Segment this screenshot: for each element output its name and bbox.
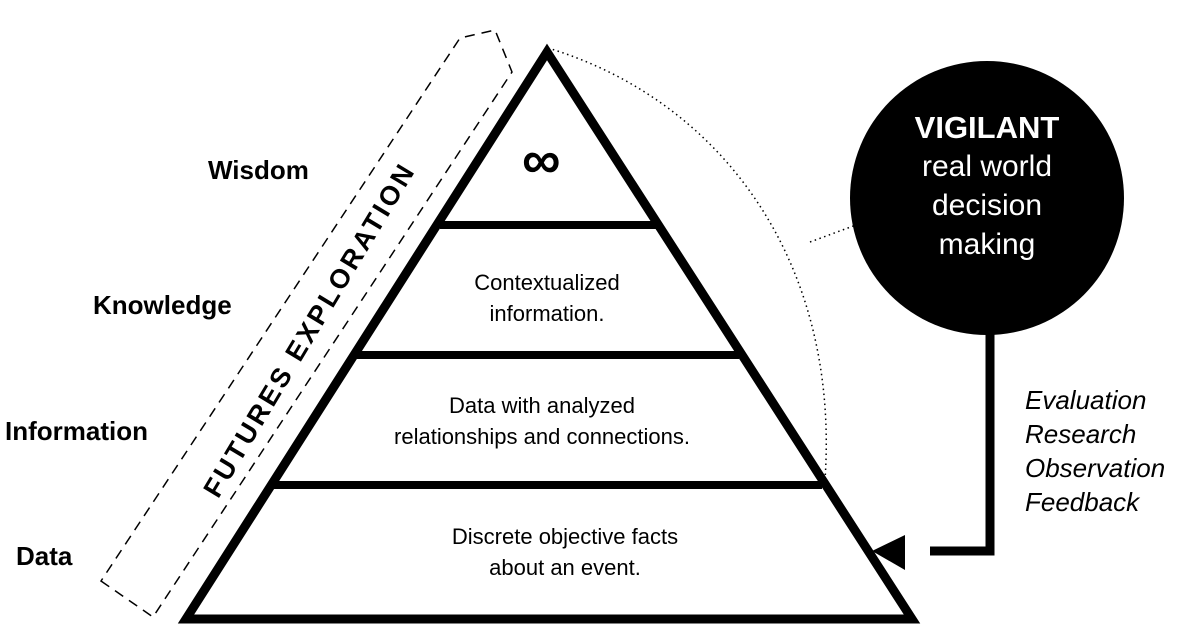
feedback-list: Evaluation Research Observation Feedback <box>1025 383 1165 519</box>
tier-line: information. <box>489 301 605 326</box>
pyramid-outline <box>177 43 921 624</box>
vigilant-title: VIGILANT <box>914 110 1060 145</box>
level-label-wisdom: Wisdom <box>208 155 309 185</box>
feedback-item: Observation <box>1025 453 1166 483</box>
futures-exploration-band <box>99 29 513 619</box>
feedback-arrow-line <box>930 330 995 556</box>
level-label-information: Information <box>5 416 148 446</box>
vigilant-circle <box>850 61 1124 335</box>
circle-line: decision <box>931 189 1043 222</box>
tier-line: Discrete objective facts <box>451 524 679 549</box>
tier-line: relationships and connections. <box>394 424 690 449</box>
tier-line: Contextualized <box>474 270 620 295</box>
tier-data-description: Discrete objective facts about an event. <box>385 521 745 583</box>
tier-information-description: Data with analyzed relationships and con… <box>362 390 722 452</box>
infinity-icon: ∞ <box>522 130 561 190</box>
dotted-connector <box>809 224 857 243</box>
tier-knowledge-description: Contextualized information. <box>367 267 727 329</box>
feedback-item: Evaluation <box>1025 385 1147 415</box>
tier-line: Data with analyzed <box>449 393 635 418</box>
level-label-data: Data <box>16 541 73 571</box>
level-label-knowledge: Knowledge <box>93 290 232 320</box>
feedback-item: Research <box>1025 419 1137 449</box>
vigilant-circle-text: VIGILANT real world decision making <box>850 108 1124 264</box>
circle-line: making <box>938 228 1036 261</box>
feedback-item: Feedback <box>1025 487 1140 517</box>
circle-line: real world <box>921 150 1053 183</box>
feedback-arrowhead <box>872 535 905 570</box>
tier-line: about an event. <box>489 555 641 580</box>
